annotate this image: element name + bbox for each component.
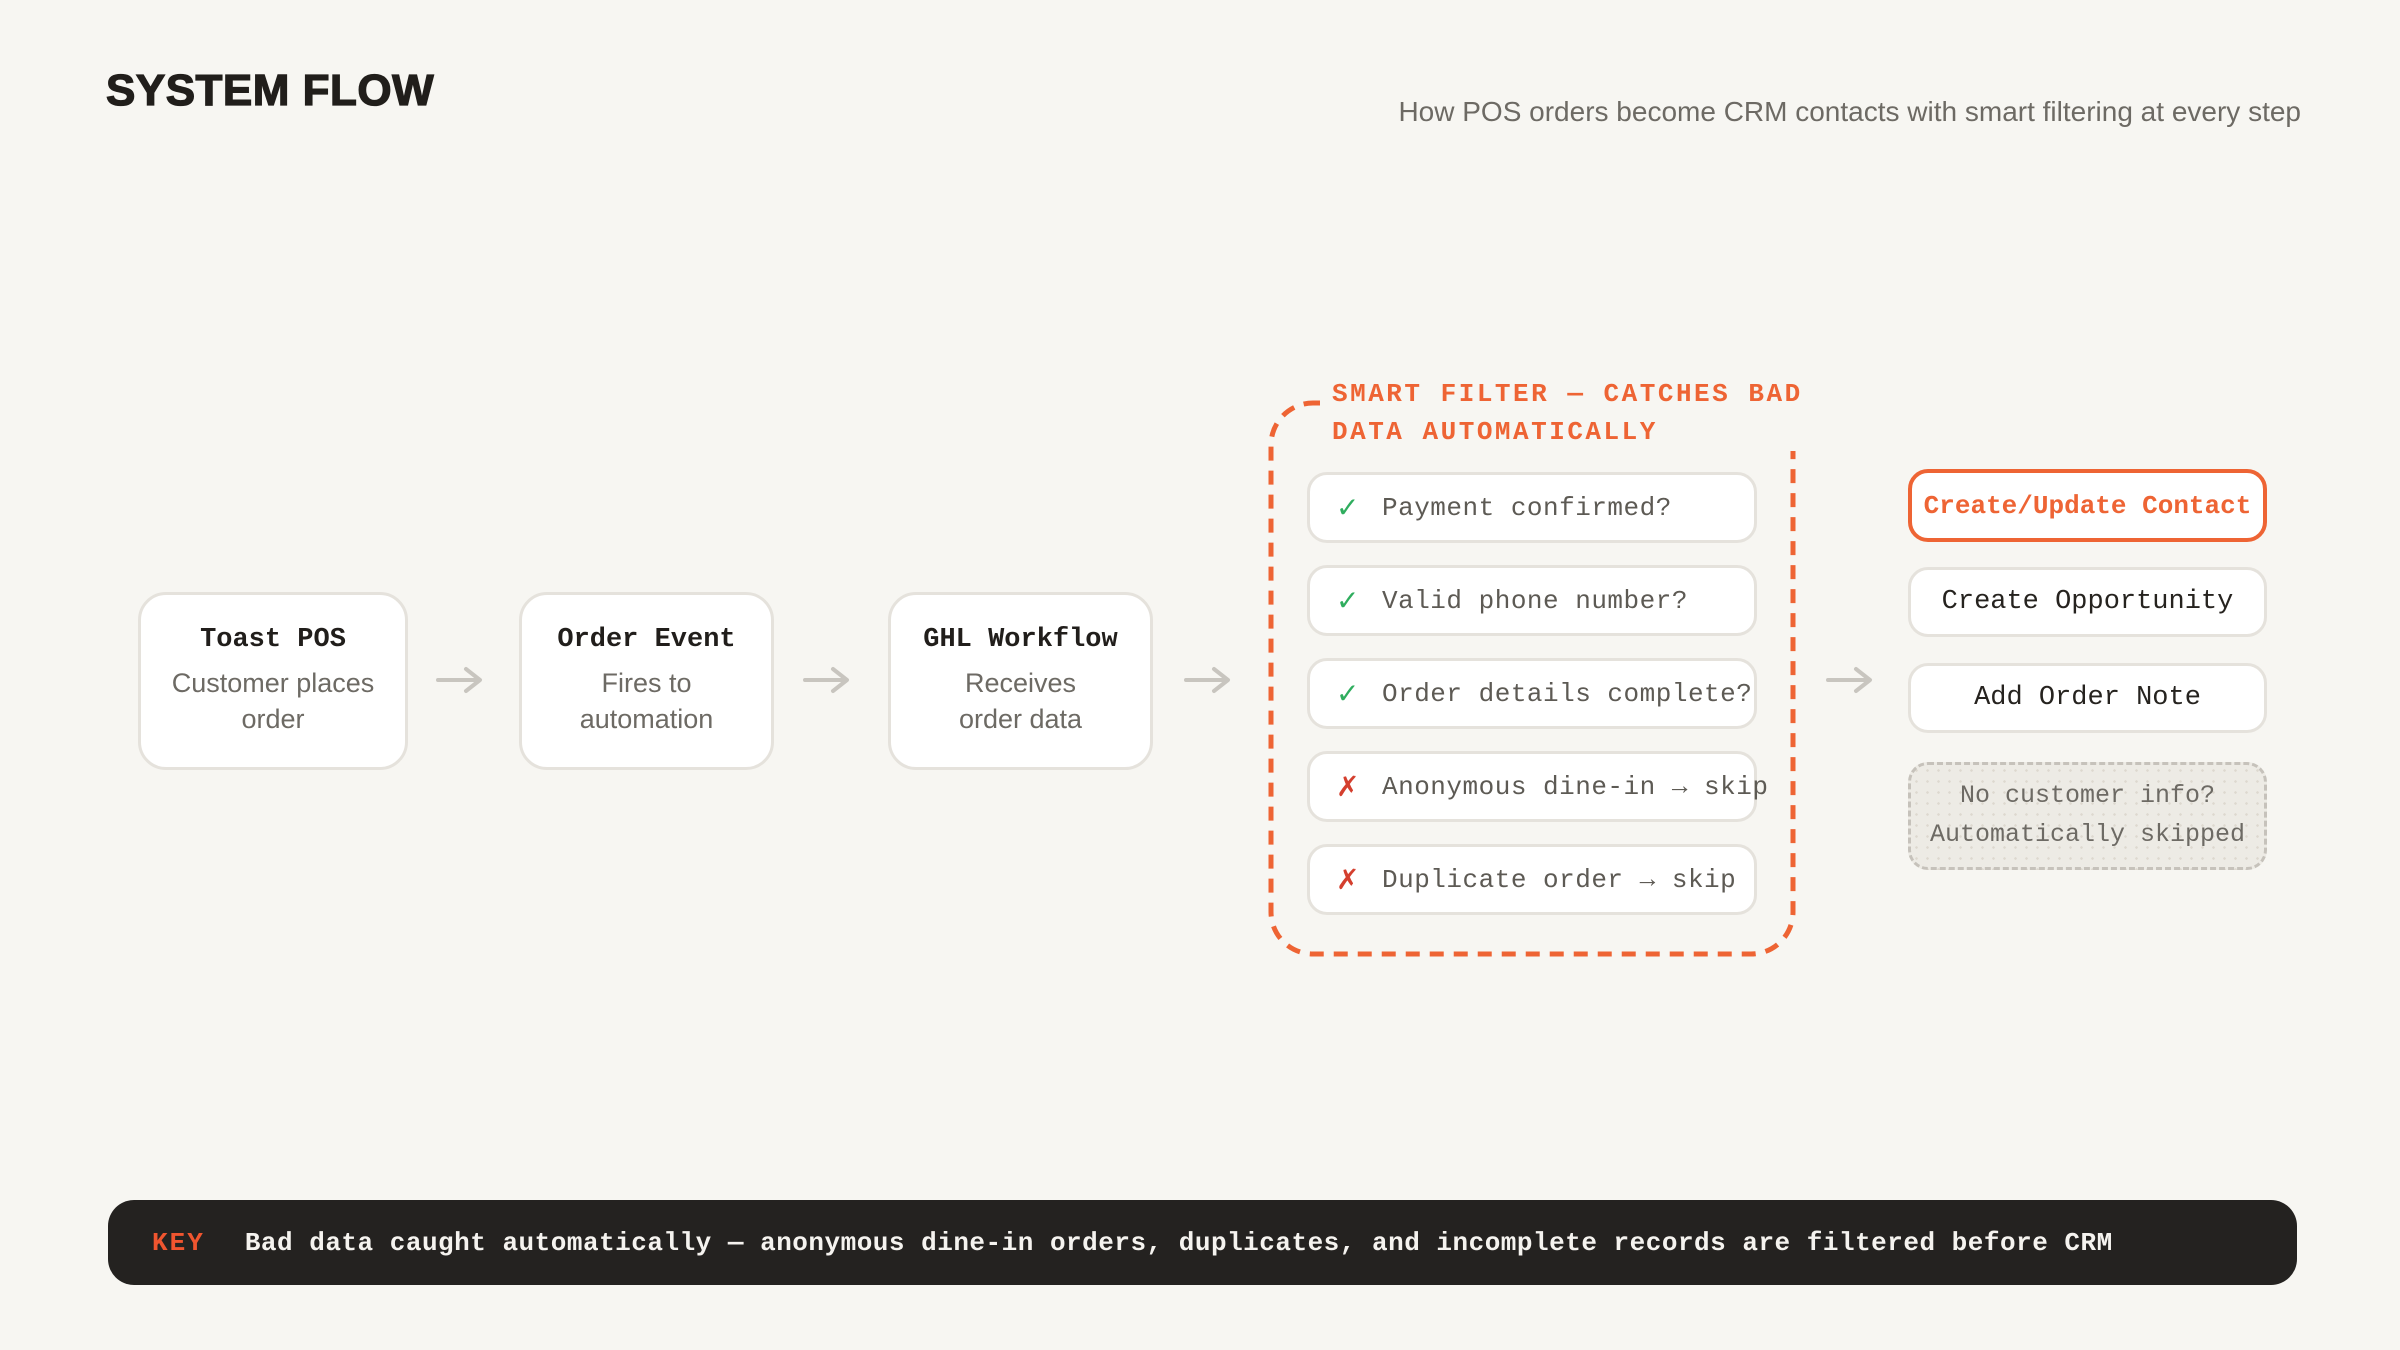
smart-filter-group: SMART FILTER — CATCHES BAD DATA AUTOMATI… (1268, 376, 1815, 957)
desc-line: Fires to (601, 667, 692, 698)
filter-rule-text: Valid phone number? (1382, 585, 1688, 616)
filter-rule-anonymous: ✗ Anonymous dine-in → skip (1307, 751, 1768, 822)
flow-node-desc: Customer places order (172, 665, 375, 738)
skipped-line: No customer info? (1959, 781, 2216, 811)
right-arrow-icon (1826, 667, 1872, 693)
output-create-update-contact: Create/Update Contact (1908, 469, 2267, 542)
flow-node-title: Toast POS (200, 624, 346, 655)
flow-node-toast-pos: Toast POS Customer places order (138, 592, 408, 770)
right-arrow-icon (803, 667, 849, 693)
filter-label-line: SMART FILTER — CATCHES BAD (1332, 379, 1803, 409)
skipped-note-text: No customer info? Automatically skipped (1930, 777, 2245, 855)
smart-filter-label: SMART FILTER — CATCHES BAD DATA AUTOMATI… (1320, 376, 1815, 452)
filter-label-line: DATA AUTOMATICALLY (1332, 416, 1658, 447)
filter-rule-text: Payment confirmed? (1382, 492, 1672, 523)
flow-node-title: Order Event (557, 624, 736, 655)
filter-rule-details: ✓ Order details complete? (1307, 658, 1757, 729)
desc-line: automation (579, 704, 714, 734)
key-text: Bad data caught automatically — anonymou… (244, 1227, 2113, 1258)
output-create-opportunity: Create Opportunity (1908, 567, 2267, 637)
desc-line: Receives (964, 667, 1077, 698)
desc-line: order data (958, 704, 1083, 734)
check-icon: ✓ (1336, 677, 1360, 710)
check-icon: ✓ (1336, 491, 1360, 524)
filter-rule-text: Order details complete? (1382, 678, 1753, 709)
filter-rule-duplicate: ✗ Duplicate order → skip (1307, 844, 1757, 915)
filter-rule-payment: ✓ Payment confirmed? (1307, 472, 1757, 543)
flow-node-desc: Fires to automation (580, 665, 714, 738)
check-icon: ✓ (1336, 584, 1360, 617)
flow-node-order-event: Order Event Fires to automation (519, 592, 774, 770)
flow-node-title: GHL Workflow (923, 624, 1118, 655)
skipped-line: Automatically skipped (1929, 820, 2246, 849)
desc-line: order (241, 704, 305, 734)
output-skipped-note: No customer info? Automatically skipped (1908, 762, 2267, 870)
x-icon: ✗ (1336, 863, 1360, 896)
filter-rule-text: Duplicate order → skip (1382, 864, 1737, 895)
flow-node-ghl-workflow: GHL Workflow Receives order data (888, 592, 1153, 770)
right-arrow-icon (436, 667, 482, 693)
page-title: SYSTEM FLOW (105, 65, 435, 115)
flow-node-desc: Receives order data (959, 665, 1082, 738)
filter-rule-text: Anonymous dine-in → skip (1382, 771, 1769, 802)
right-arrow-icon (1184, 667, 1230, 693)
page-subtitle: How POS orders become CRM contacts with … (1398, 96, 2301, 127)
x-icon: ✗ (1336, 770, 1360, 803)
output-add-order-note: Add Order Note (1908, 663, 2267, 733)
desc-line: Customer places (171, 667, 375, 698)
filter-checklist: ✓ Payment confirmed? ✓ Valid phone numbe… (1307, 472, 1768, 937)
key-legend-bar: KEY Bad data caught automatically — anon… (108, 1200, 2297, 1285)
key-label: KEY (152, 1227, 205, 1258)
filter-rule-phone: ✓ Valid phone number? (1307, 565, 1757, 636)
